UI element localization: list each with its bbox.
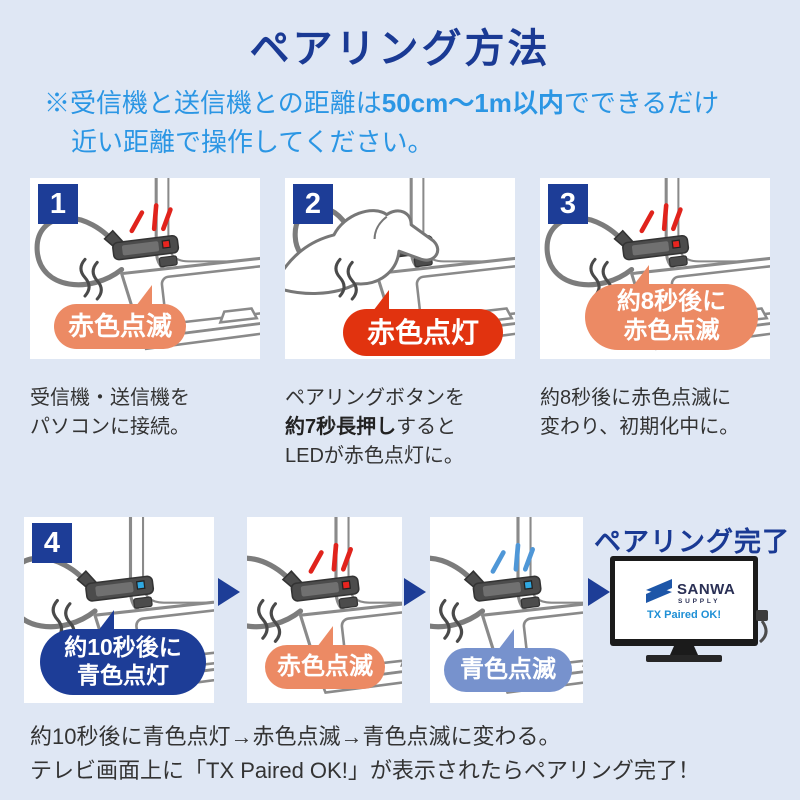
bubble-tail-icon xyxy=(136,285,152,306)
footer-text: 約10秒後に青色点灯→赤色点滅→青色点滅に変わる。 テレビ画面上に「TX Pai… xyxy=(30,724,700,783)
status-bubble-blue-blink: 青色点滅 xyxy=(444,629,572,692)
note-line2: 近い距離で操作してください。 xyxy=(71,127,434,157)
bubble-tail-icon xyxy=(317,626,333,647)
bubble-tail-icon xyxy=(373,290,389,311)
step-3-caption: 約8秒後に赤色点滅に 変わり、初期化中に。 xyxy=(540,387,740,438)
tv-logo-sub-text: SUPPLY xyxy=(678,598,720,605)
step-arrow-icon xyxy=(404,578,426,606)
laptop-dongle-illustration xyxy=(247,517,402,703)
pairing-complete-title: ペアリング完了 xyxy=(594,527,790,557)
step-4-panel-red-blink: 赤色点滅 xyxy=(247,517,402,703)
step-3-number-badge: 3 xyxy=(548,184,588,224)
distance-note: ※受信機と送信機との距離は50cm〜1m以内でできるだけ 近い距離で操作してくだ… xyxy=(44,84,719,162)
tv-dongle-cable xyxy=(758,620,768,644)
step-arrow-icon xyxy=(588,578,610,606)
status-bubble-red-blink: 赤色点滅 xyxy=(54,285,186,349)
status-bubble-10sec-blue-lit: 約10秒後に 青色点灯 xyxy=(40,610,206,695)
bubble-tail-icon xyxy=(633,265,649,286)
step-4-panel-blue-blink: 青色点滅 xyxy=(430,517,583,703)
status-bubble-8sec-red-blink: 約8秒後に 赤色点滅 xyxy=(585,265,758,350)
bubble-tail-icon xyxy=(498,629,514,650)
step-2-panel: 2 赤色点灯 xyxy=(285,178,515,359)
tv-stand xyxy=(670,646,698,655)
status-bubble-red-blink: 赤色点滅 xyxy=(265,626,385,689)
laptop-dongle-illustration xyxy=(30,178,260,359)
tv-logo-text: SANWA xyxy=(677,581,735,598)
page-title: ペアリング方法 xyxy=(249,27,551,71)
tv-screen xyxy=(615,561,753,639)
bubble-tail-icon xyxy=(98,610,114,631)
tv-stand-base xyxy=(646,655,722,662)
tv-icon: SANWA SUPPLY TX Paired OK! xyxy=(610,556,768,662)
step-arrow-icon xyxy=(218,578,240,606)
tv-illustration: SANWA SUPPLY TX Paired OK! xyxy=(608,554,772,670)
step-1-number-badge: 1 xyxy=(38,184,78,224)
step-3-panel: 3 約8秒後に 赤色点滅 xyxy=(540,178,770,359)
step-1-caption: 受信機・送信機を パソコンに接続。 xyxy=(30,387,190,438)
step-2-number-badge: 2 xyxy=(293,184,333,224)
step-2-caption: ペアリングボタンを 約7秒長押しすると LEDが赤色点灯に。 xyxy=(285,387,465,467)
sanwa-logo-icon: SANWA SUPPLY xyxy=(646,579,735,605)
tv-screen-message: TX Paired OK! xyxy=(647,609,721,621)
note-line1: ※受信機と送信機との距離は50cm〜1m以内でできるだけ xyxy=(44,88,720,118)
step-1-panel: 1 赤色点滅 xyxy=(30,178,260,359)
status-bubble-red-lit: 赤色点灯 xyxy=(343,290,503,356)
step-4-panel-blue-lit: 4 約10秒後に 青色点灯 xyxy=(24,517,214,703)
step-4-number-badge: 4 xyxy=(32,523,72,563)
tv-dongle xyxy=(756,610,768,621)
